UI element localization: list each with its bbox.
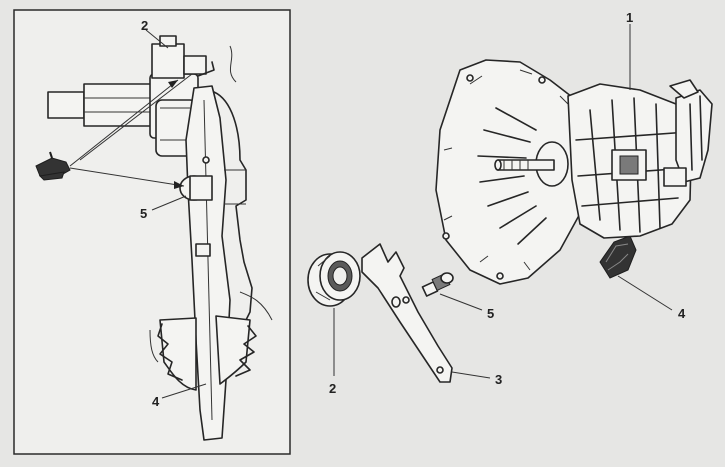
callout-release-fork: 3: [495, 372, 502, 387]
transmission-input-shaft: [494, 141, 569, 187]
callout-release-bearing-detail: 2: [141, 18, 148, 33]
leader-4: [617, 275, 673, 311]
pivot-bolt: [421, 272, 454, 297]
leader-3: [451, 371, 491, 379]
release-bearing-detail: [149, 35, 237, 157]
callout-boot-detail: 4: [152, 394, 160, 409]
boot-detail: [149, 315, 257, 391]
detail-inset: 2 5 4: [13, 9, 291, 455]
grease-gun-icon: [35, 151, 71, 181]
release-fork: [361, 243, 453, 383]
callout-boot: 4: [678, 306, 686, 321]
release-bearing: [307, 251, 361, 307]
boot: [599, 235, 637, 279]
callout-transmission: 1: [626, 10, 633, 25]
leader-5: [439, 293, 483, 311]
callout-pivot-bolt: 5: [487, 306, 494, 321]
callout-release-bearing: 2: [329, 381, 336, 396]
pivot-detail: [179, 175, 213, 201]
transmission: [435, 59, 713, 285]
lubrication-arrows: [69, 73, 193, 189]
leader-5-detail: [151, 195, 187, 211]
leader-2-detail: [145, 29, 169, 49]
housing-outline-detail: [213, 91, 273, 325]
bell-housing-ribs: [477, 107, 547, 245]
leader-4-detail: [161, 383, 207, 399]
input-shaft: [47, 83, 155, 127]
callout-pivot-detail: 5: [140, 206, 147, 221]
